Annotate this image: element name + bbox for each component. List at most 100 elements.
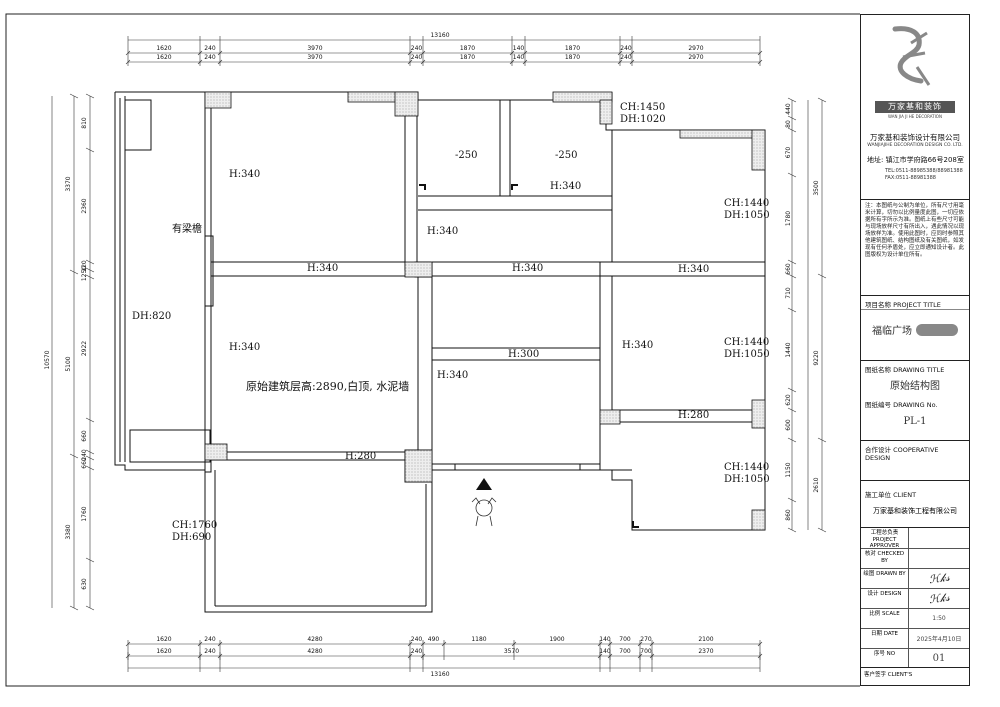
dimension-value: 2610 — [813, 477, 820, 492]
dimension-tick — [85, 147, 95, 153]
dimension-value: 2360 — [81, 198, 88, 213]
top-dimensions — [128, 39, 760, 63]
dimension-tick — [125, 50, 131, 56]
dimension-tick — [85, 267, 95, 273]
dimension-tick — [637, 641, 643, 647]
dimension-tick — [69, 453, 79, 459]
dimension-tick — [787, 172, 797, 178]
dimension-tick — [509, 50, 515, 56]
drawn-label: 绘图 DRAWN BY — [861, 569, 909, 588]
dimension-tick — [607, 653, 613, 659]
dimension-tick — [420, 59, 426, 65]
dimension-tick — [407, 641, 413, 647]
dimension-value: 1870 — [565, 45, 580, 52]
wall-outlines — [114, 91, 766, 613]
beam-height-label: H:300 — [508, 349, 539, 360]
dimension-value: 1870 — [565, 54, 580, 61]
window-ch-label: CH:1440 — [724, 462, 769, 473]
checked-label: 核对 CHECKED BY — [861, 549, 909, 568]
beam-height-label: H:340 — [307, 263, 338, 274]
dimension-tick — [217, 50, 223, 56]
dimension-tick — [787, 115, 797, 121]
right-dimensions — [791, 100, 823, 530]
dimension-value: 1760 — [81, 506, 88, 521]
beam-height-label: H:280 — [678, 410, 709, 421]
window-dh-label: DH:690 — [172, 532, 211, 543]
dimension-tick — [217, 59, 223, 65]
design-signature-icon: ℋ𝓀𝓈 — [927, 590, 951, 606]
dimension-tick — [522, 59, 528, 65]
company-logo — [881, 23, 947, 101]
dimension-tick — [420, 50, 426, 56]
drawing-frame — [5, 13, 860, 687]
dimension-value: 120 — [81, 260, 88, 272]
project-title-value: 福临广场 — [872, 326, 912, 337]
dimension-tick — [217, 653, 223, 659]
dimension-value: 240 — [204, 54, 216, 61]
top-total-dim: 13160 — [430, 32, 449, 39]
dimension-tick — [787, 497, 797, 503]
beam-note-label: 有梁檐 — [172, 222, 202, 235]
dimension-tick — [441, 641, 447, 647]
window-ch-label: CH:1440 — [724, 337, 769, 348]
dimension-tick — [757, 641, 763, 647]
dimension-tick — [649, 653, 655, 659]
dimension-tick — [629, 59, 635, 65]
serial-label: 序号 NO — [861, 649, 909, 668]
dimension-tick — [637, 653, 643, 659]
dimension-value: 270 — [640, 636, 652, 643]
dimension-tick — [85, 557, 95, 563]
dimension-value: 240 — [204, 45, 216, 52]
dimension-value: 630 — [81, 578, 88, 590]
beam-height-label: H:340 — [229, 169, 260, 180]
dimension-value: 1620 — [156, 648, 171, 655]
dimension-value: 3370 — [65, 176, 72, 191]
dimension-tick — [217, 641, 223, 647]
dimension-value: 2922 — [81, 341, 88, 356]
dimension-tick — [509, 59, 515, 65]
dimension-value: 3970 — [307, 54, 322, 61]
dimension-value: 240 — [411, 45, 423, 52]
beam-height-label: H:340 — [678, 264, 709, 275]
title-block: 万家基和装饰 WAN JIA JI HE DECORATION 万家基和装饰设计… — [860, 14, 970, 686]
dimension-tick — [197, 59, 203, 65]
dimension-value: 3970 — [307, 45, 322, 52]
dimension-value: 80 — [785, 120, 792, 128]
dimension-tick — [407, 50, 413, 56]
client-label: 施工单位 CLIENT — [865, 491, 917, 499]
dimension-value: 620 — [785, 394, 792, 406]
dimension-tick — [787, 259, 797, 265]
dimension-tick — [817, 97, 827, 103]
corner-markers — [419, 184, 639, 528]
drawn-signature-icon: ℋ𝓀𝓈 — [927, 570, 951, 586]
scale-value: 1:50 — [932, 615, 946, 622]
dimension-value: 3500 — [813, 180, 820, 195]
company-fax: FAX:0511-88981388 — [885, 175, 936, 181]
project-title-label: 项目名称 PROJECT TITLE — [865, 301, 941, 309]
dimension-tick — [787, 387, 797, 393]
dimension-value: 240 — [81, 449, 88, 461]
building-height-note: 原始建筑层高:2890,白顶, 水泥墙 — [246, 379, 409, 393]
dimension-value: 1870 — [460, 54, 475, 61]
dimension-tick — [597, 653, 603, 659]
beam-height-label: H:340 — [229, 342, 260, 353]
dimension-tick — [85, 274, 95, 280]
dimension-value: 240 — [411, 54, 423, 61]
dimension-tick — [85, 259, 95, 265]
dimension-tick — [69, 605, 79, 611]
dimension-tick — [407, 653, 413, 659]
beam-height-label: H:340 — [512, 263, 543, 274]
dimension-tick — [85, 449, 95, 455]
window-dh-label: DH:1050 — [724, 349, 770, 360]
date-label: 日期 DATE — [861, 629, 909, 648]
dimension-tick — [125, 653, 131, 659]
dimension-tick — [69, 93, 79, 99]
drawing-title-value: 原始结构图 — [890, 381, 940, 392]
window-dh-label: DH:1050 — [724, 210, 770, 221]
dimension-value: 3570 — [504, 648, 519, 655]
dimension-value: 600 — [785, 419, 792, 431]
date-value: 2025年4月10日 — [916, 636, 962, 643]
dimension-tick — [597, 641, 603, 647]
dimension-value: 700 — [619, 648, 631, 655]
